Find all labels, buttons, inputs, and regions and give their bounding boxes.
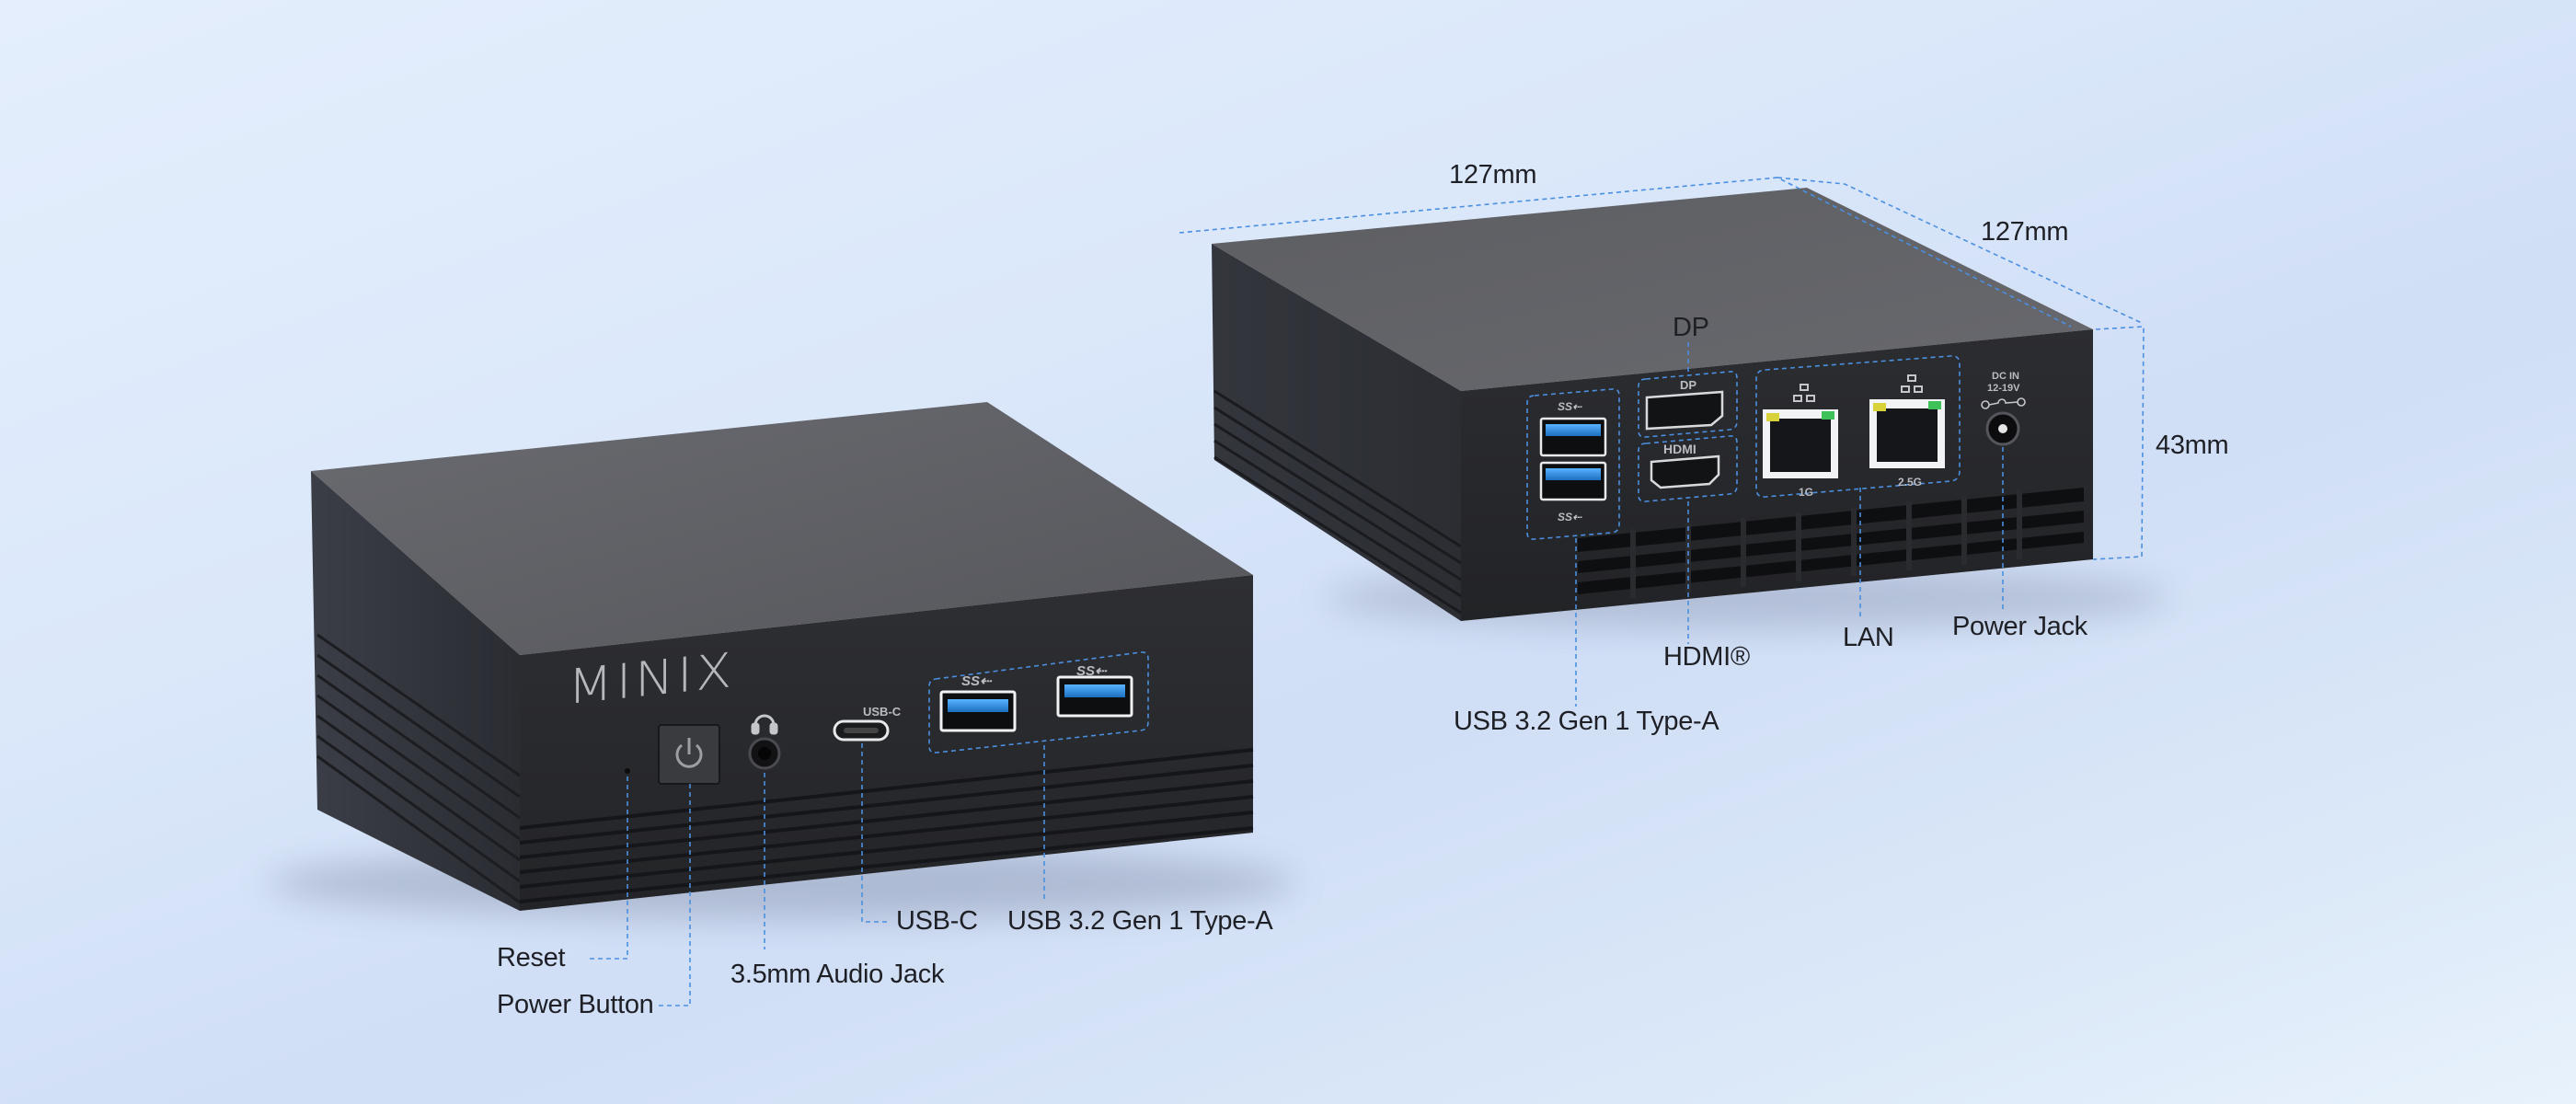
front-usb-a-port-2[interactable] bbox=[1056, 675, 1133, 718]
dc-voltage-silkscreen: 12-19V bbox=[1987, 383, 2020, 394]
power-icon bbox=[675, 738, 703, 768]
rear-vent-grid bbox=[1578, 488, 2084, 594]
usb-c-port[interactable] bbox=[833, 719, 890, 742]
callout-power-button: Power Button bbox=[497, 990, 654, 1019]
lan-port-2-5g[interactable] bbox=[1869, 399, 1945, 468]
rear-vent-dividers bbox=[1630, 490, 2022, 598]
power-jack[interactable] bbox=[1985, 411, 2020, 446]
dimension-lines bbox=[1179, 177, 2145, 560]
dimension-depth-label: 127mm bbox=[1981, 217, 2069, 247]
headset-icon bbox=[751, 714, 778, 735]
dc-in-silkscreen: DC IN bbox=[1992, 371, 2019, 382]
front-callout-leaders bbox=[587, 743, 1045, 1006]
lan-led-yellow bbox=[1873, 403, 1886, 411]
power-button[interactable] bbox=[658, 724, 720, 785]
rear-usb-a-port-1[interactable] bbox=[1539, 417, 1607, 457]
lan-group-outline bbox=[1755, 355, 1961, 498]
lan-2-5g-silkscreen: 2.5G bbox=[1898, 476, 1922, 489]
callout-usb-c: USB-C bbox=[896, 906, 978, 936]
audio-jack[interactable] bbox=[748, 737, 781, 770]
superspeed-usb-icon: SS⇠ bbox=[1558, 400, 1582, 413]
rear-usb-a-port-2[interactable] bbox=[1539, 461, 1607, 501]
superspeed-usb-icon: SS⇠ bbox=[1558, 511, 1582, 523]
lan-port-1g[interactable] bbox=[1763, 409, 1838, 478]
callout-hdmi: HDMI® bbox=[1663, 642, 1750, 672]
lan-led-green bbox=[1928, 401, 1941, 409]
rear-callout-leaders bbox=[1575, 342, 2004, 707]
callout-front-usb-a: USB 3.2 Gen 1 Type-A bbox=[1007, 906, 1273, 936]
reset-pinhole[interactable] bbox=[625, 768, 630, 774]
lan-led-green bbox=[1822, 411, 1834, 420]
superspeed-usb-icon: SS⇠ bbox=[961, 673, 993, 689]
rear-usb-a-group-outline bbox=[1526, 388, 1620, 540]
dc-polarity-icon bbox=[1981, 397, 2026, 409]
hdmi-port[interactable] bbox=[1650, 454, 1720, 489]
callout-dp: DP bbox=[1673, 313, 1709, 342]
front-usb-a-port-1[interactable] bbox=[939, 690, 1017, 732]
hdmi-group-outline bbox=[1638, 435, 1738, 502]
callout-reset: Reset bbox=[497, 943, 566, 972]
superspeed-usb-icon: SS⇠ bbox=[1076, 663, 1108, 679]
dp-silkscreen: DP bbox=[1680, 378, 1696, 392]
callout-audio-jack: 3.5mm Audio Jack bbox=[730, 960, 945, 989]
front-left-vent-fins bbox=[316, 633, 521, 904]
front-usb-a-group-outline bbox=[928, 651, 1149, 753]
front-vent-fins bbox=[519, 748, 1254, 903]
usb-c-silkscreen: USB-C bbox=[863, 705, 902, 719]
network-icon bbox=[1793, 374, 1923, 402]
dimension-height-label: 43mm bbox=[2156, 431, 2229, 460]
callout-rear-usb-a: USB 3.2 Gen 1 Type-A bbox=[1454, 707, 1719, 736]
lan-led-yellow bbox=[1766, 413, 1779, 421]
callout-lan: LAN bbox=[1843, 623, 1894, 652]
callout-power-jack: Power Jack bbox=[1952, 612, 2087, 641]
displayport-port[interactable] bbox=[1645, 390, 1724, 431]
hdmi-silkscreen: HDMI bbox=[1663, 442, 1696, 456]
dp-group-outline bbox=[1638, 371, 1738, 438]
lan-1g-silkscreen: 1G bbox=[1799, 486, 1813, 499]
dimension-width-label: 127mm bbox=[1449, 160, 1537, 190]
back-left-vent-fins bbox=[1213, 389, 1462, 615]
